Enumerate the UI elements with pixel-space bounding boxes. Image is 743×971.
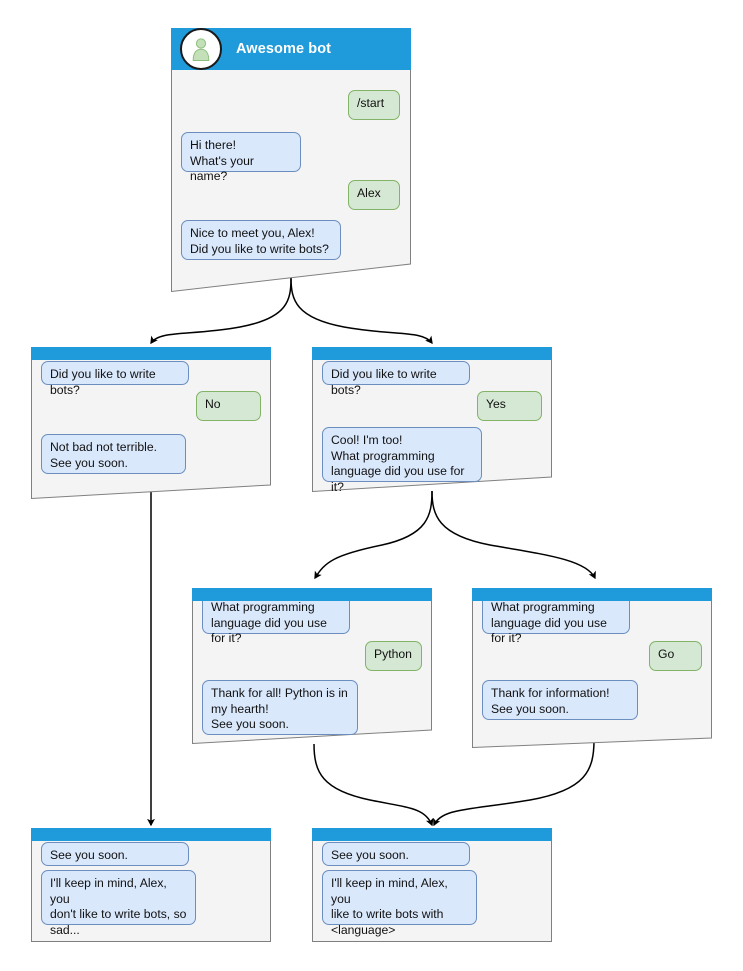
node-yes-branch-header bbox=[312, 347, 552, 360]
node-yes-branch[interactable]: Did you like to write bots? Yes Cool! I'… bbox=[312, 347, 552, 492]
node-yes-branch-chat: Did you like to write bots? Yes Cool! I'… bbox=[312, 347, 552, 492]
edge-yes-to-python bbox=[314, 490, 433, 580]
edge-python-to-end bbox=[313, 743, 434, 827]
message-bubble-user: Python bbox=[365, 641, 422, 671]
bot-title: Awesome bot bbox=[236, 41, 332, 57]
person-avatar-icon bbox=[180, 28, 222, 70]
message-bubble-bot: Not bad not terrible. See you soon. bbox=[41, 434, 186, 474]
edge-go-to-end bbox=[433, 739, 595, 827]
edge-yes-to-go bbox=[431, 490, 596, 580]
node-python-branch[interactable]: What programming language did you use fo… bbox=[192, 588, 432, 744]
message-bubble-user: No bbox=[196, 391, 261, 421]
node-root-header: Awesome bot bbox=[171, 28, 411, 70]
node-no-branch-chat: Did you like to write bots? No Not bad n… bbox=[31, 347, 271, 499]
node-end-yes-chat: See you soon. I'll keep in mind, Alex, y… bbox=[312, 828, 552, 942]
node-end-no[interactable]: See you soon. I'll keep in mind, Alex, y… bbox=[31, 828, 271, 942]
message-bubble-user: /start bbox=[348, 90, 400, 120]
message-bubble-bot: Did you like to write bots? bbox=[322, 361, 470, 397]
node-end-no-header bbox=[31, 828, 271, 841]
node-root[interactable]: Awesome bot /start Hi there! What's your… bbox=[171, 28, 411, 292]
node-end-yes[interactable]: See you soon. I'll keep in mind, Alex, y… bbox=[312, 828, 552, 942]
node-go-branch[interactable]: What programming language did you use fo… bbox=[472, 588, 712, 748]
message-bubble-bot: Did you like to write bots? bbox=[41, 361, 189, 397]
node-end-no-chat: See you soon. I'll keep in mind, Alex, y… bbox=[31, 828, 271, 942]
message-bubble-bot: Thank for information! See you soon. bbox=[482, 680, 638, 720]
node-no-branch-header bbox=[31, 347, 271, 360]
node-go-branch-chat: What programming language did you use fo… bbox=[472, 588, 712, 748]
message-bubble-bot: Cool! I'm too! What programming language… bbox=[322, 427, 482, 492]
message-bubble-bot: Hi there! What's your name? bbox=[181, 132, 301, 183]
node-go-branch-header bbox=[472, 588, 712, 601]
message-bubble-bot: See you soon. bbox=[41, 842, 189, 866]
message-bubble-user: Go bbox=[649, 641, 702, 671]
node-end-yes-header bbox=[312, 828, 552, 841]
message-bubble-bot: Thank for all! Python is in my hearth! S… bbox=[202, 680, 358, 735]
message-bubble-bot: I'll keep in mind, Alex, you don't like … bbox=[41, 870, 196, 937]
message-bubble-bot: I'll keep in mind, Alex, you like to wri… bbox=[322, 870, 477, 937]
node-python-branch-header bbox=[192, 588, 432, 601]
message-bubble-user: Yes bbox=[477, 391, 542, 421]
node-no-branch[interactable]: Did you like to write bots? No Not bad n… bbox=[31, 347, 271, 499]
person-glyph-icon bbox=[192, 38, 210, 61]
message-bubble-user: Alex bbox=[348, 180, 400, 210]
message-bubble-bot: Nice to meet you, Alex! Did you like to … bbox=[181, 220, 341, 260]
node-python-branch-chat: What programming language did you use fo… bbox=[192, 588, 432, 744]
message-bubble-bot: See you soon. bbox=[322, 842, 470, 866]
node-root-chat: /start Hi there! What's your name? Alex … bbox=[171, 28, 411, 292]
